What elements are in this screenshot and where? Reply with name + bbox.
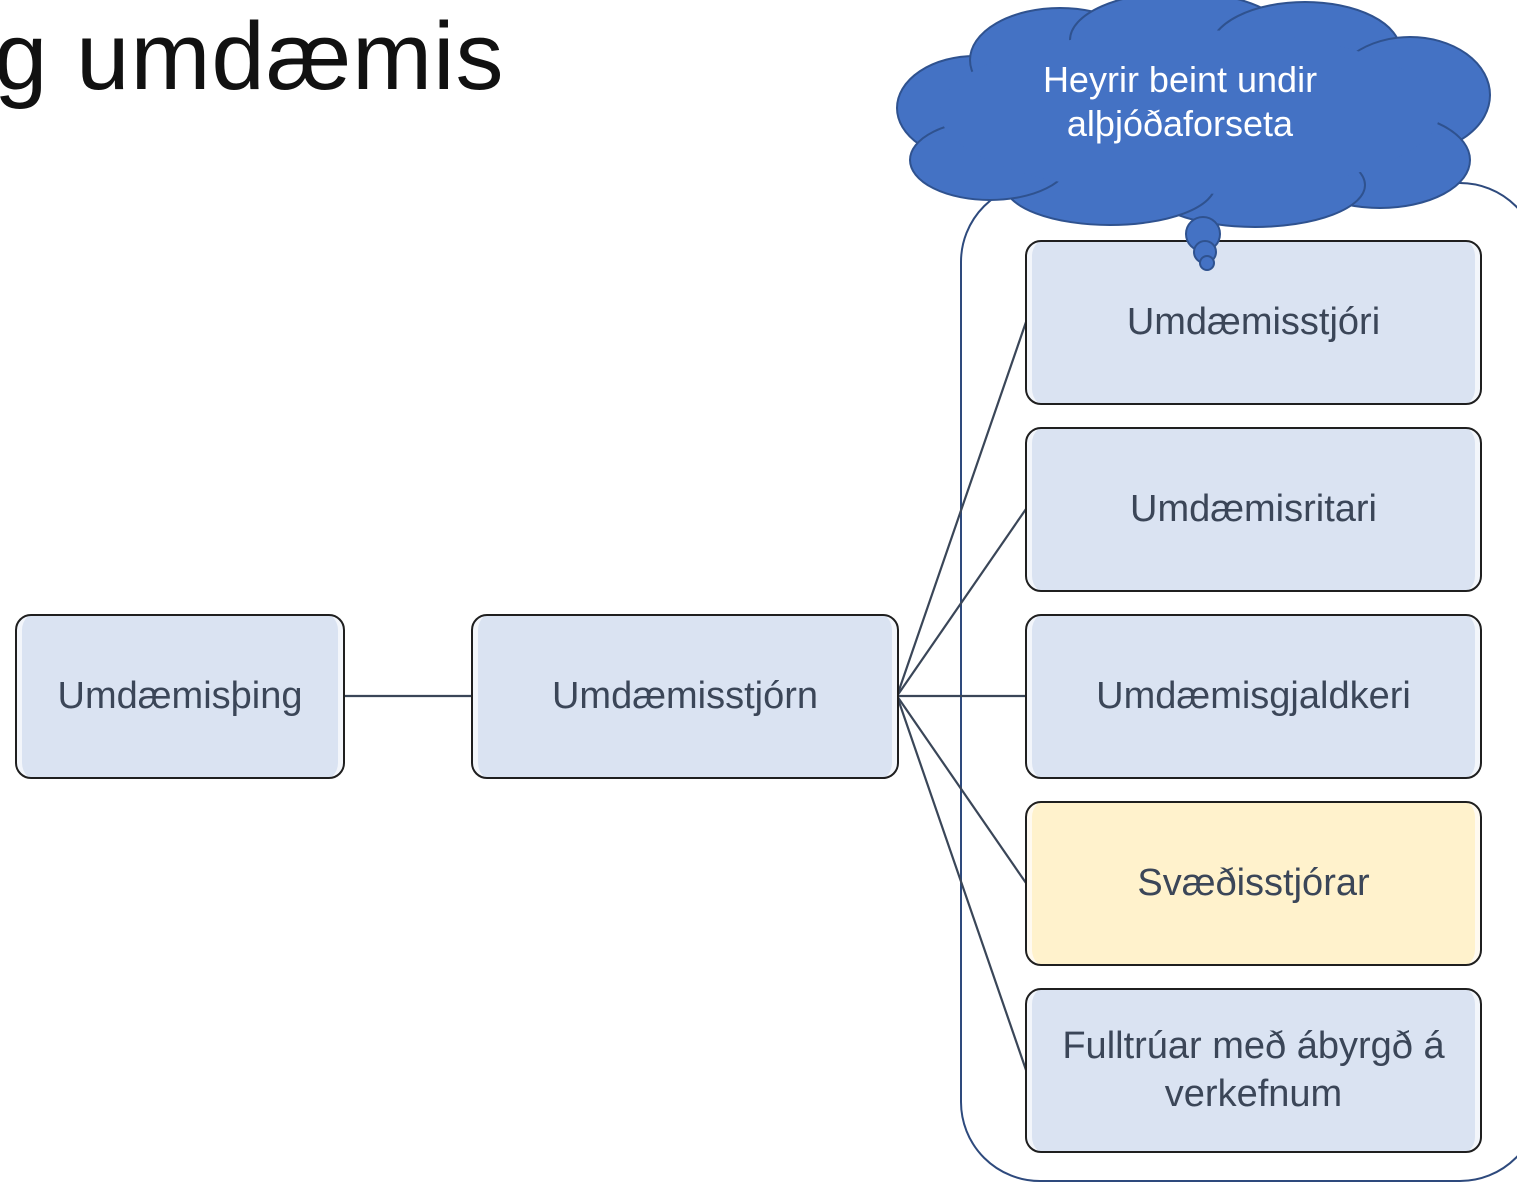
- callout-text: Heyrir beint undir alþjóðaforseta: [1042, 59, 1318, 144]
- node-treasurer: Umdæmisgjaldkeri: [1025, 614, 1482, 779]
- slide-title: g umdæmis: [0, 3, 505, 110]
- node-board: Umdæmisstjórn: [471, 614, 899, 779]
- node-secretary: Umdæmisritari: [1025, 427, 1482, 592]
- connector-board-lt-governors: [896, 695, 1027, 884]
- connector-board-governor: [895, 321, 1028, 697]
- connector-board-officers: [895, 695, 1028, 1071]
- node-governor: Umdæmisstjóri: [1025, 240, 1482, 405]
- node-assembly: Umdæmisþing: [15, 614, 345, 779]
- node-officers: Fulltrúar með ábyrgð á verkefnum: [1025, 988, 1482, 1153]
- connector-board-secretary: [896, 508, 1027, 697]
- thought-cloud-callout: [896, 0, 1491, 271]
- node-lt-governors: Svæðisstjórar: [1025, 801, 1482, 966]
